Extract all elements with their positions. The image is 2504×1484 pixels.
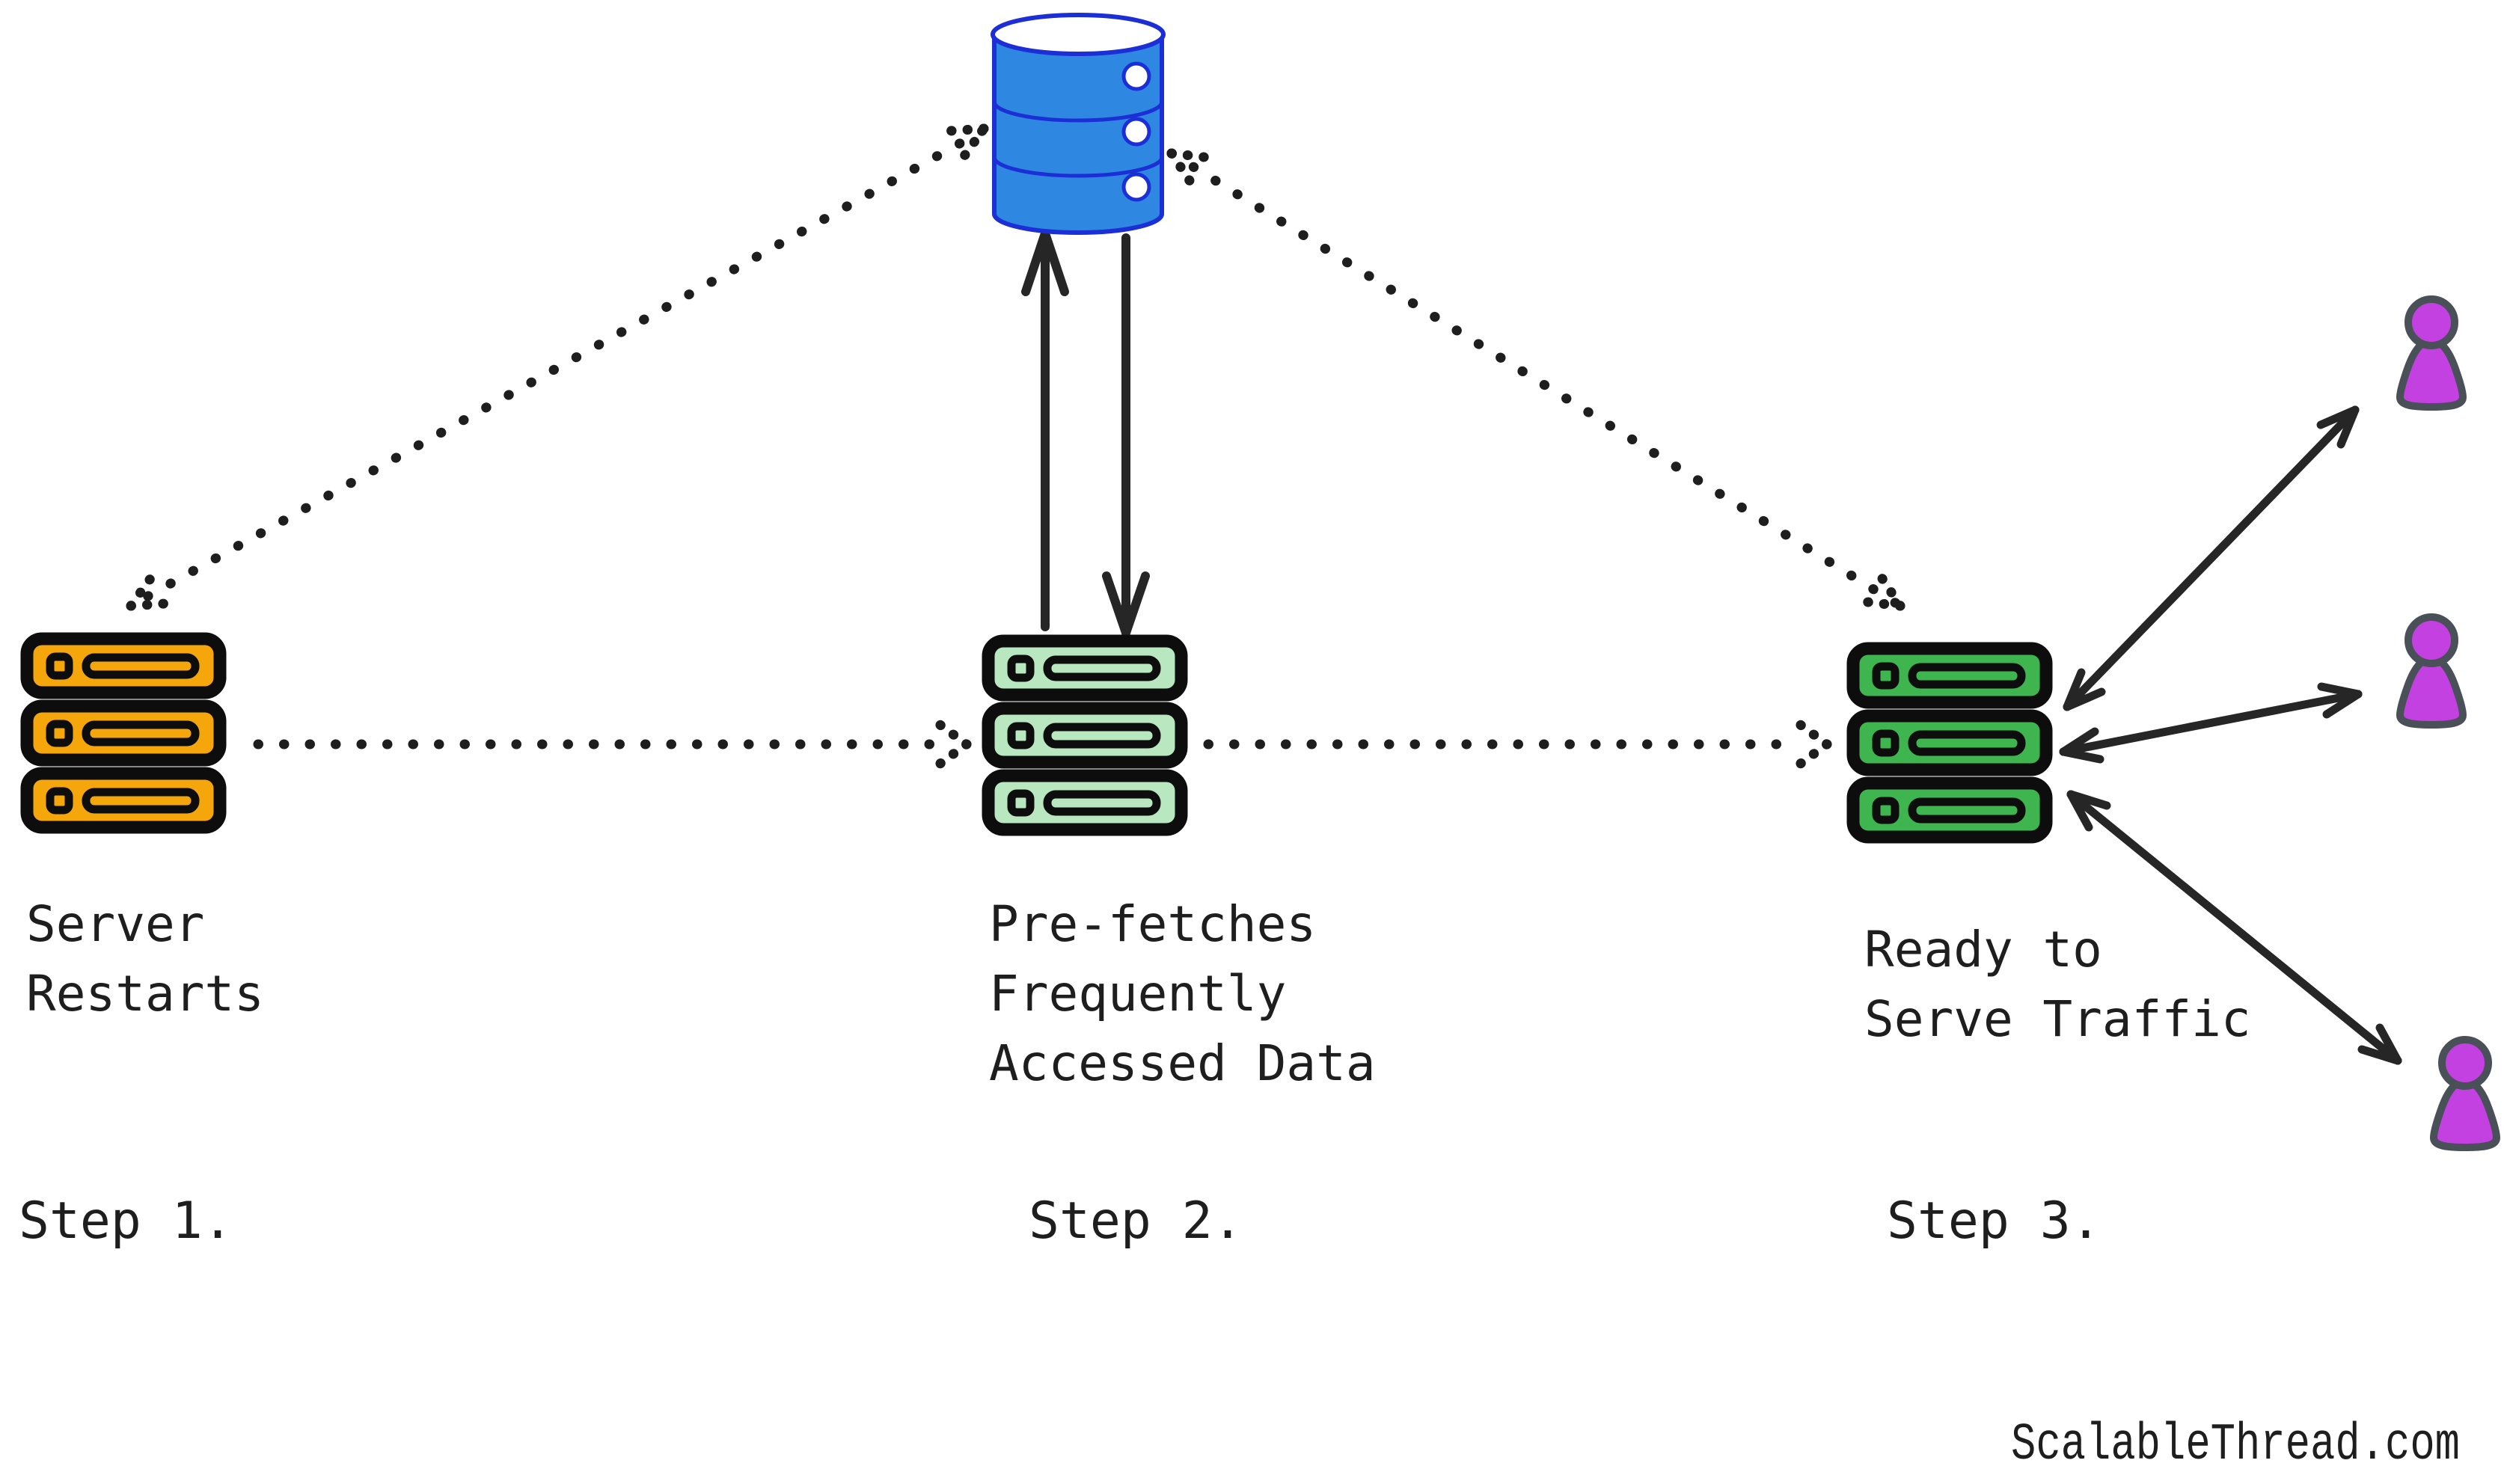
caption-line: Pre-fetches: [989, 895, 1316, 953]
step3-label: Step 3.: [1887, 1192, 2102, 1251]
arrow-server3-user1: [2063, 405, 2360, 711]
database-top-ellipse: [991, 13, 1166, 56]
server-unit: [1846, 776, 2053, 844]
brand-watermark: ScalableThread.com: [2011, 1416, 2460, 1475]
database-indicator-dot: [1121, 117, 1151, 147]
caption-line: Frequently: [989, 965, 1286, 1022]
arrow-server2-to-database-up: [1021, 229, 1069, 631]
dotted-arrow-database-to-server1: [126, 123, 989, 611]
server-unit: [20, 767, 227, 834]
server1-caption: Server Restarts: [26, 895, 264, 1022]
dotted-arrow-database-to-server3: [1166, 148, 1905, 611]
server3-rack-icon: [1846, 642, 2053, 844]
caption-line: Restarts: [26, 965, 264, 1022]
step2-label: Step 2.: [1029, 1192, 1243, 1251]
user2-pawn-icon: [2396, 613, 2467, 729]
user3-pawn-icon: [2430, 1036, 2500, 1151]
database-divider: [992, 101, 1164, 123]
caption-line: Ready to: [1864, 921, 2102, 978]
server-unit: [20, 699, 227, 767]
server-unit: [982, 702, 1188, 769]
step1-label: Step 1.: [19, 1192, 233, 1251]
server-unit: [1846, 709, 2053, 776]
server2-rack-icon: [982, 634, 1188, 836]
server1-rack-icon: [20, 632, 227, 834]
caption-line: Accessed Data: [989, 1034, 1376, 1092]
server2-caption: Pre-fetches Frequently Accessed Data: [989, 895, 1376, 1092]
arrow-server3-user2: [2059, 682, 2363, 764]
arrow-database-to-server2-down: [1102, 233, 1150, 637]
server-unit: [1846, 642, 2053, 709]
server-unit: [982, 634, 1188, 702]
user1-pawn-icon: [2396, 295, 2467, 411]
database-indicator-dot: [1121, 61, 1151, 91]
database-cylinder-icon: [991, 13, 1166, 235]
caption-line: Server: [26, 895, 204, 953]
server-unit: [20, 632, 227, 699]
dotted-arrow-server2-to-server3: [1203, 714, 1832, 774]
arrow-server3-user3: [2066, 790, 2402, 1065]
server3-caption: Ready to Serve Traffic: [1864, 921, 2251, 1048]
database-indicator-dot: [1121, 172, 1151, 202]
dotted-arrow-server1-to-server2: [253, 714, 972, 774]
database-divider: [992, 156, 1164, 178]
database-body: [992, 32, 1164, 235]
caption-line: Serve Traffic: [1864, 990, 2251, 1048]
server-unit: [982, 769, 1188, 836]
